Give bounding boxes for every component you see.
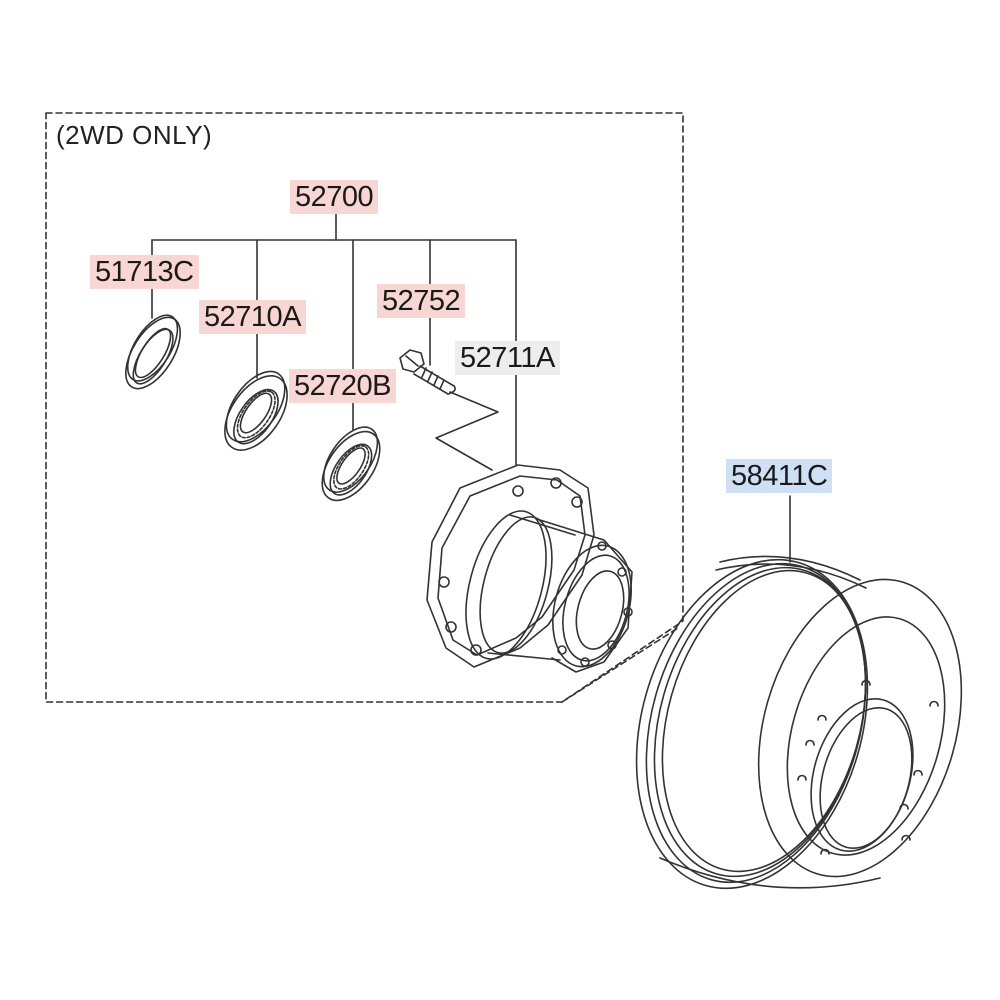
part-label-51713c[interactable]: 51713C [90,255,199,289]
hub-drawing [427,465,644,675]
group-boundary [46,113,683,702]
hub-bolt-drawing [400,350,455,394]
group-link-line [562,628,678,702]
part-label-52720b[interactable]: 52720B [289,369,396,403]
assembly-leader-tree [152,213,516,470]
brake-drum-drawing [600,532,994,916]
part-label-52710a[interactable]: 52710A [199,300,306,334]
group-note: (2WD ONLY) [56,120,213,150]
outer-bearing-drawing [309,418,393,511]
part-label-52700[interactable]: 52700 [290,180,379,214]
oil-seal-drawing [114,307,192,397]
part-label-52711a[interactable]: 52711A [455,341,560,375]
part-label-58411c[interactable]: 58411C [726,459,833,493]
part-label-52752[interactable]: 52752 [377,284,466,318]
inner-bearing-drawing [211,361,302,461]
